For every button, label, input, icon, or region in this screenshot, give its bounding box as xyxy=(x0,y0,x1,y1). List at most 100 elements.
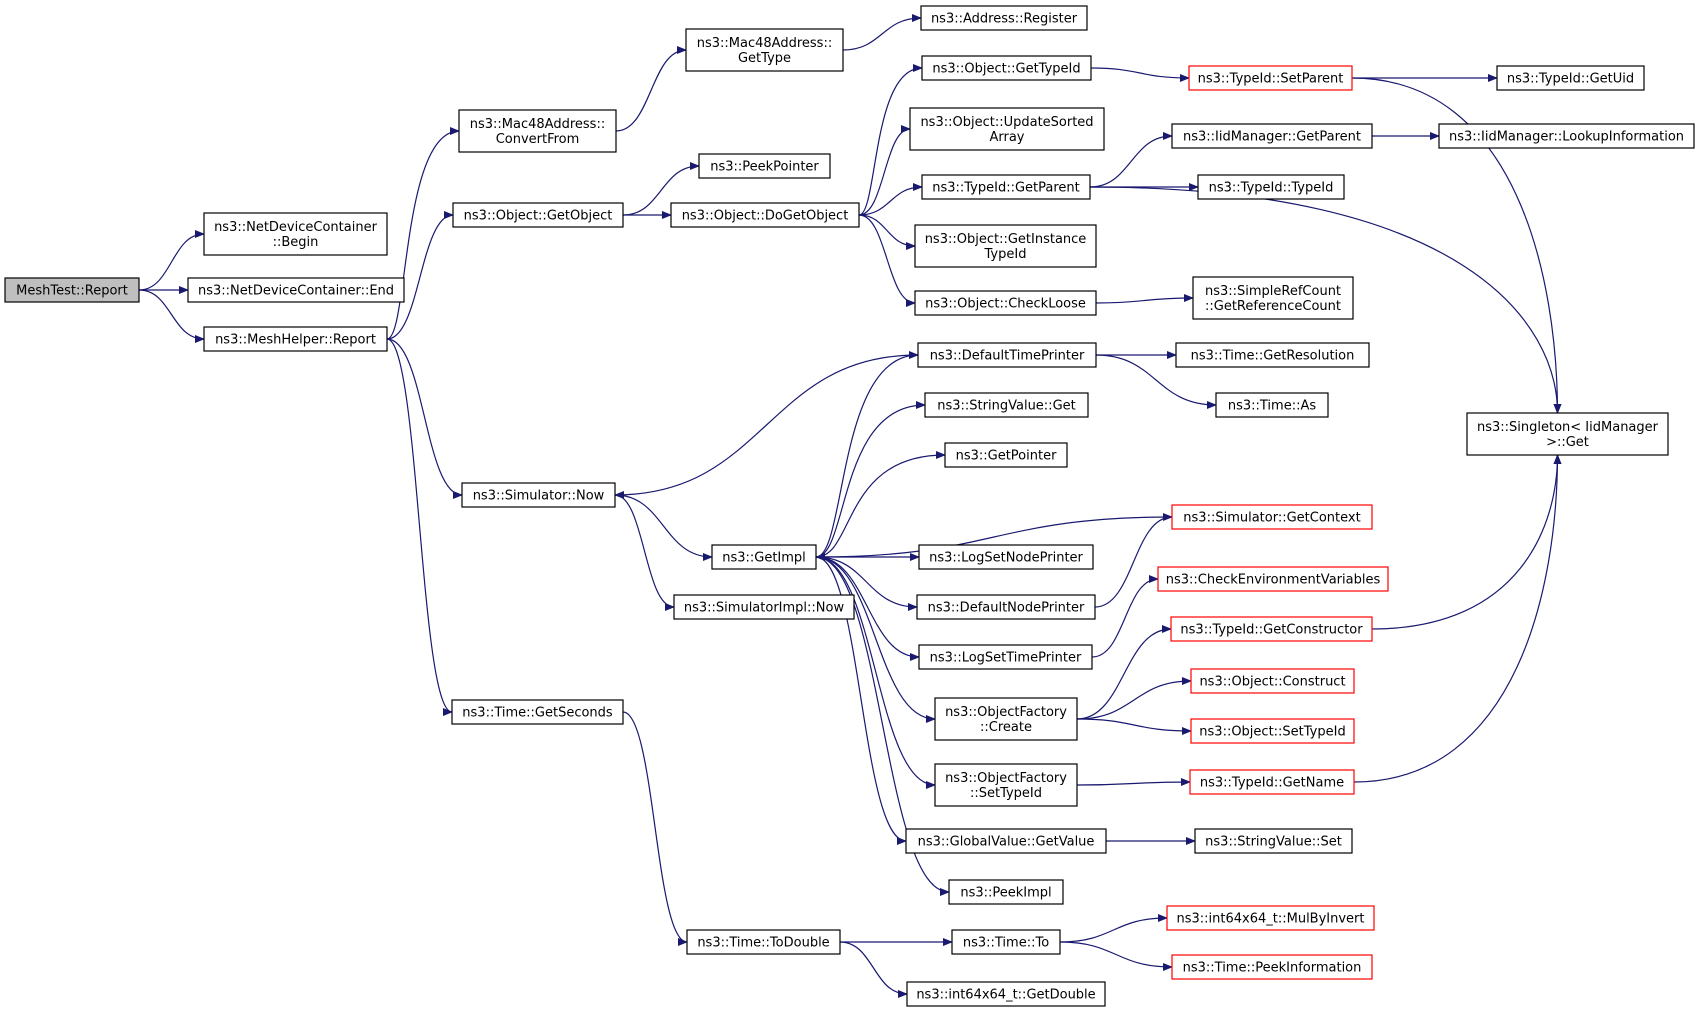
node-box xyxy=(4,277,140,303)
node-typeid-getuid[interactable]: ns3::TypeId::GetUid xyxy=(1496,65,1645,91)
node-box xyxy=(451,699,624,725)
node-stringvalue-get[interactable]: ns3::StringValue::Get xyxy=(924,392,1089,418)
node-iidmanager-getparent[interactable]: ns3::IidManager::GetParent xyxy=(1171,123,1373,149)
node-objectfactory-create[interactable]: ns3::ObjectFactory::Create xyxy=(934,697,1078,741)
node-time-todouble[interactable]: ns3::Time::ToDouble xyxy=(686,929,841,955)
node-object-construct[interactable]: ns3::Object::Construct xyxy=(1190,668,1355,694)
node-box xyxy=(1215,392,1329,418)
node-peekimpl[interactable]: ns3::PeekImpl xyxy=(948,879,1064,905)
node-logsettimeprinter[interactable]: ns3::LogSetTimePrinter xyxy=(918,644,1093,670)
node-box xyxy=(1166,905,1375,931)
node-stringvalue-set[interactable]: ns3::StringValue::Set xyxy=(1194,828,1353,854)
edge-mac48-convertfrom-to-mac48-gettype xyxy=(615,46,687,132)
node-label: ns3::CheckEnvironmentVariables xyxy=(1166,573,1381,588)
node-time-getresolution[interactable]: ns3::Time::GetResolution xyxy=(1175,342,1370,368)
node-label: ns3::TypeId::GetParent xyxy=(932,181,1080,196)
edges-layer xyxy=(138,14,1562,998)
node-box xyxy=(1190,718,1355,744)
node-label: ::Begin xyxy=(273,235,319,250)
node-label: >::Get xyxy=(1546,435,1589,450)
node-mac48-gettype[interactable]: ns3::Mac48Address::GetType xyxy=(685,28,844,72)
node-time-as[interactable]: ns3::Time::As xyxy=(1215,392,1329,418)
node-box xyxy=(203,326,388,352)
node-object-gettypeid[interactable]: ns3::Object::GetTypeId xyxy=(921,55,1092,81)
node-box xyxy=(918,644,1093,670)
node-box xyxy=(1171,123,1373,149)
edge-meshhelper-report-to-simulator-now xyxy=(386,338,463,499)
node-iidmanager-lookupinformation[interactable]: ns3::IidManager::LookupInformation xyxy=(1438,123,1695,149)
node-label: ns3::ObjectFactory xyxy=(945,771,1067,786)
node-simplerefcount-getreferencecount[interactable]: ns3::SimpleRefCount::GetReferenceCount xyxy=(1192,276,1354,320)
node-time-getseconds[interactable]: ns3::Time::GetSeconds xyxy=(451,699,624,725)
node-simulator-getcontext[interactable]: ns3::Simulator::GetContext xyxy=(1171,504,1373,530)
node-typeid-setparent[interactable]: ns3::TypeId::SetParent xyxy=(1188,65,1353,91)
node-time-to[interactable]: ns3::Time::To xyxy=(951,929,1061,955)
node-defaulttimeprinter[interactable]: ns3::DefaultTimePrinter xyxy=(917,342,1097,368)
node-label: ns3::Time::PeekInformation xyxy=(1183,961,1362,976)
edge-object-dogetobject-to-object-checkloose xyxy=(858,214,916,307)
node-label: ns3::Simulator::Now xyxy=(473,489,605,504)
node-getpointer[interactable]: ns3::GetPointer xyxy=(944,442,1068,468)
node-label: ns3::StringValue::Set xyxy=(1205,835,1342,850)
node-defaultnodeprinter[interactable]: ns3::DefaultNodePrinter xyxy=(916,594,1096,620)
node-box xyxy=(1171,504,1373,530)
node-box xyxy=(670,202,860,228)
edge-mac48-gettype-to-address-register xyxy=(842,14,922,51)
node-ndc-end[interactable]: ns3::NetDeviceContainer::End xyxy=(187,277,405,303)
node-int64x64-getdouble[interactable]: ns3::int64x64_t::GetDouble xyxy=(906,981,1106,1007)
edge-typeid-getname-to-singleton-get xyxy=(1353,454,1562,783)
node-box xyxy=(685,28,844,72)
node-box xyxy=(1438,123,1695,149)
node-box xyxy=(948,879,1064,905)
node-singleton-get[interactable]: ns3::Singleton< IidManager>::Get xyxy=(1466,412,1669,456)
node-meshhelper-report[interactable]: ns3::MeshHelper::Report xyxy=(203,326,388,352)
node-object-settypeid[interactable]: ns3::Object::SetTypeId xyxy=(1190,718,1355,744)
node-label: ns3::Time::GetSeconds xyxy=(462,706,613,721)
node-simulatorimpl-now[interactable]: ns3::SimulatorImpl::Now xyxy=(673,594,855,620)
node-globalvalue-getvalue[interactable]: ns3::GlobalValue::GetValue xyxy=(905,828,1107,854)
node-label: ns3::TypeId::TypeId xyxy=(1209,181,1334,196)
node-peekpointer[interactable]: ns3::PeekPointer xyxy=(698,153,831,179)
node-address-register[interactable]: ns3::Address::Register xyxy=(920,5,1088,31)
edge-object-gettypeid-to-typeid-setparent xyxy=(1090,67,1190,82)
node-label: MeshTest::Report xyxy=(16,284,128,299)
node-object-checkloose[interactable]: ns3::Object::CheckLoose xyxy=(914,290,1097,316)
node-typeid-getparent[interactable]: ns3::TypeId::GetParent xyxy=(921,174,1091,200)
node-ndc-begin[interactable]: ns3::NetDeviceContainer::Begin xyxy=(203,212,388,256)
node-label: ns3::DefaultNodePrinter xyxy=(928,601,1085,616)
node-typeid-getconstructor[interactable]: ns3::TypeId::GetConstructor xyxy=(1170,616,1373,642)
node-simulator-now[interactable]: ns3::Simulator::Now xyxy=(461,482,616,508)
node-box xyxy=(452,202,624,228)
node-int64x64-mulbyinvert[interactable]: ns3::int64x64_t::MulByInvert xyxy=(1166,905,1375,931)
node-objectfactory-settypeid[interactable]: ns3::ObjectFactory::SetTypeId xyxy=(934,763,1078,807)
node-typeid-typeid[interactable]: ns3::TypeId::TypeId xyxy=(1197,174,1345,200)
node-meshtest-report[interactable]: MeshTest::Report xyxy=(4,277,140,303)
node-box xyxy=(916,594,1096,620)
node-getimpl[interactable]: ns3::GetImpl xyxy=(711,544,817,570)
node-typeid-getname[interactable]: ns3::TypeId::GetName xyxy=(1189,769,1355,795)
node-time-peekinformation[interactable]: ns3::Time::PeekInformation xyxy=(1171,954,1373,980)
node-label: ns3::TypeId::GetName xyxy=(1200,776,1344,791)
node-logsetnodeprinter[interactable]: ns3::LogSetNodePrinter xyxy=(918,544,1094,570)
node-label: ns3::IidManager::GetParent xyxy=(1183,130,1361,145)
edge-getimpl-to-globalvalue-getvalue xyxy=(815,556,907,845)
edge-meshhelper-report-to-object-getobject xyxy=(386,211,454,340)
node-checkenvironmentvariables[interactable]: ns3::CheckEnvironmentVariables xyxy=(1157,566,1389,592)
node-mac48-convertfrom[interactable]: ns3::Mac48Address::ConvertFrom xyxy=(458,109,617,153)
node-box xyxy=(934,697,1078,741)
edge-getimpl-to-defaulttimeprinter xyxy=(815,351,919,558)
node-box xyxy=(1171,954,1373,980)
node-label: ns3::NetDeviceContainer xyxy=(214,220,378,235)
node-label: ns3::GlobalValue::GetValue xyxy=(918,835,1095,850)
node-box xyxy=(1466,412,1669,456)
node-label: ns3::Time::To xyxy=(963,936,1049,951)
node-object-dogetobject[interactable]: ns3::Object::DoGetObject xyxy=(670,202,860,228)
node-label: ns3::int64x64_t::MulByInvert xyxy=(1176,912,1364,927)
node-label: ConvertFrom xyxy=(496,132,580,147)
node-label: ns3::Address::Register xyxy=(931,12,1078,27)
node-object-getobject[interactable]: ns3::Object::GetObject xyxy=(452,202,624,228)
edge-objectfactory-create-to-typeid-getconstructor xyxy=(1076,625,1172,720)
node-box xyxy=(1496,65,1645,91)
